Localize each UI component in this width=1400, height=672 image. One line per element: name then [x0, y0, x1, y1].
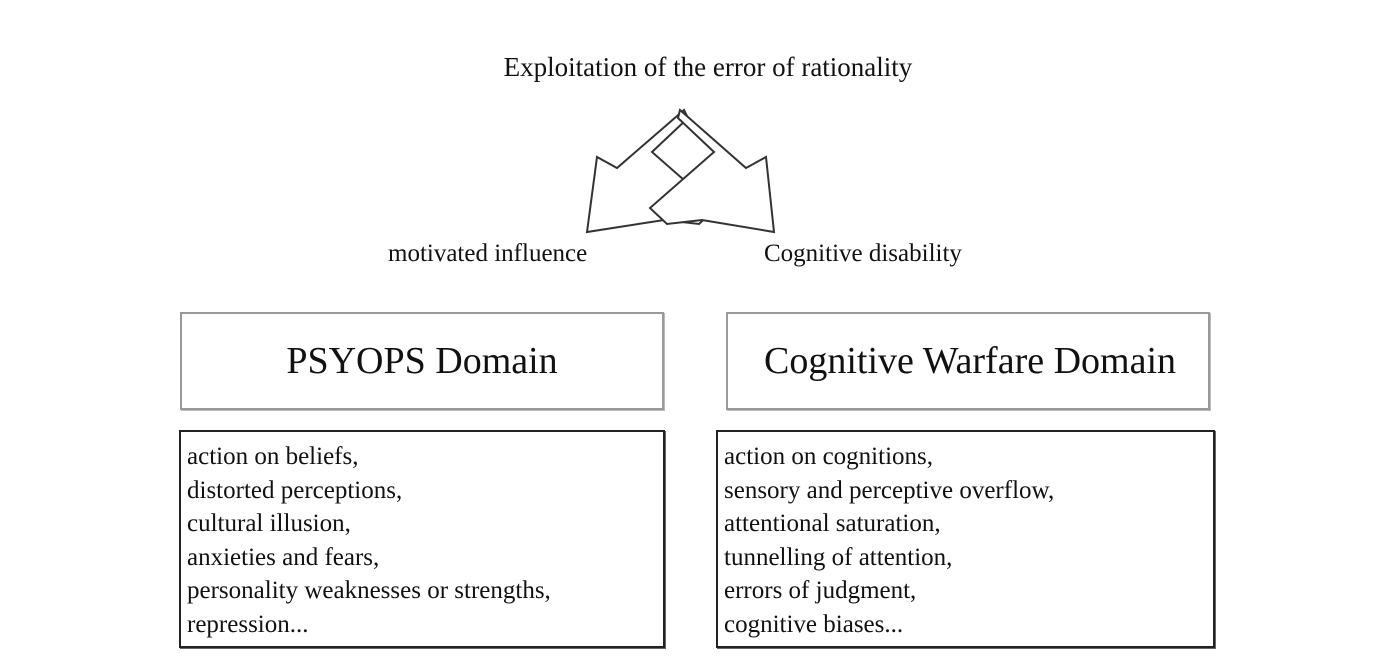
- cognitive-warfare-items-box: action on cognitions, sensory and percep…: [716, 430, 1215, 648]
- branch-label-cognitive-disability: Cognitive disability: [764, 240, 962, 267]
- list-item: repression...: [187, 610, 309, 638]
- diagram-title: Exploitation of the error of rationality: [503, 52, 913, 82]
- psyops-domain-box: PSYOPS Domain: [180, 312, 664, 410]
- branch-label-motivated-influence: motivated influence: [388, 240, 588, 267]
- arrow-right-icon: [648, 108, 776, 234]
- list-item: tunnelling of attention,: [724, 543, 953, 571]
- list-item: distorted perceptions,: [187, 476, 403, 504]
- psyops-domain-heading: PSYOPS Domain: [286, 340, 558, 382]
- list-item: cognitive biases...: [724, 610, 904, 638]
- list-item: errors of judgment,: [724, 577, 917, 604]
- list-item: action on beliefs,: [187, 443, 359, 470]
- psyops-items-box: action on beliefs, distorted perceptions…: [179, 430, 665, 648]
- list-item: anxieties and fears,: [187, 543, 380, 571]
- list-item: sensory and perceptive overflow,: [724, 476, 1055, 504]
- list-item: action on cognitions,: [724, 443, 933, 470]
- cognitive-warfare-domain-heading: Cognitive Warfare Domain: [764, 340, 1177, 382]
- list-item: cultural illusion,: [187, 510, 351, 537]
- list-item: attentional saturation,: [724, 510, 941, 537]
- cognitive-warfare-domain-box: Cognitive Warfare Domain: [726, 312, 1210, 410]
- list-item: personality weaknesses or strengths,: [187, 577, 551, 604]
